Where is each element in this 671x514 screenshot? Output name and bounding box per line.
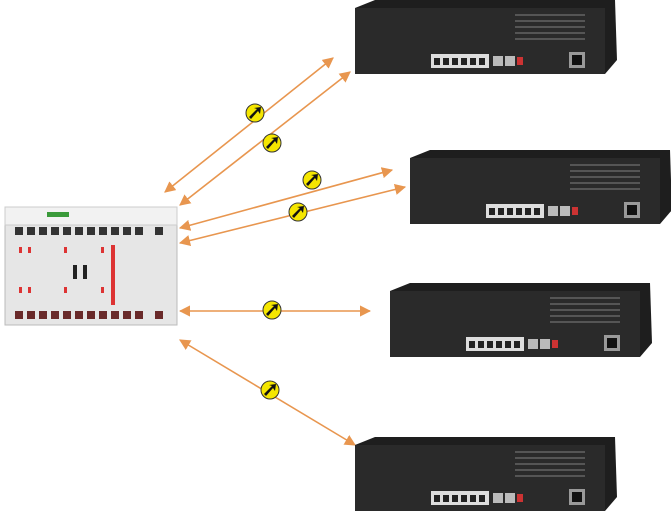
fiber-link-badge-icon: [260, 380, 280, 400]
fiber-link-badge-icon: [245, 103, 265, 123]
chassis-icon: [4, 206, 178, 326]
fiber-link-badge-icon: [262, 133, 282, 153]
fiber-link-badge-icon: [288, 202, 308, 222]
link-3: [178, 167, 394, 231]
fiber-link-badge-icon: [302, 170, 322, 190]
rack-switch-icon: [355, 437, 617, 511]
links: [164, 57, 407, 446]
fiber-link-badge-icon: [262, 300, 282, 320]
rack-switch-icon: [410, 150, 671, 224]
rack-switch-icon: [355, 0, 617, 74]
rack-switch-icon: [390, 283, 652, 357]
